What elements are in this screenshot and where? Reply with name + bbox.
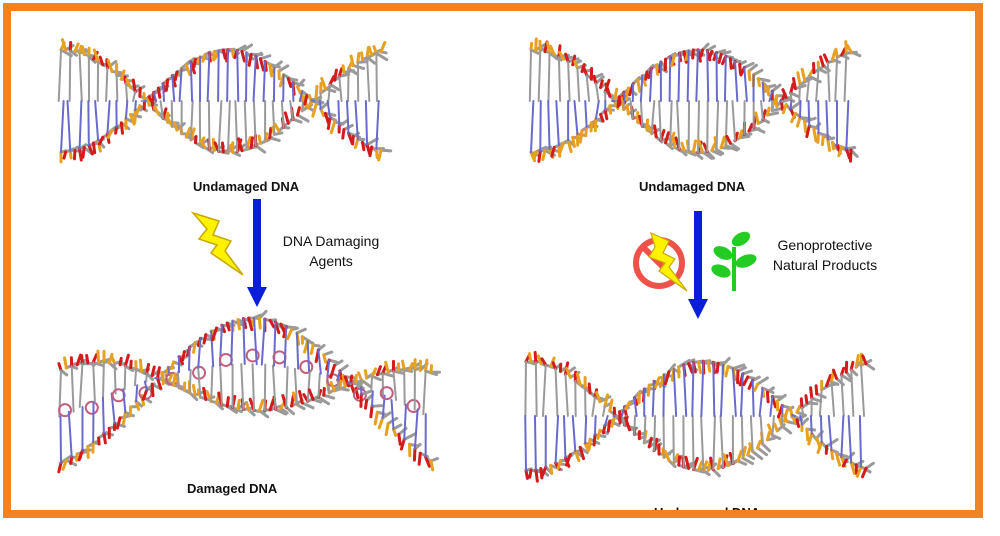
genoprotective-line1: Genoprotective [777,237,873,253]
plant-icon [711,231,757,291]
top-left-label: Undamaged DNA [193,179,300,194]
genoprotective-caption: Genoprotective Natural Products [755,235,895,275]
bottom-right-label: Undamaged DNA [654,505,761,518]
lightning-bolt-icon [190,211,244,276]
diagram-frame: Undamaged DNA DNA Damaging Agents Damage… [3,3,983,518]
down-arrow-icon [247,199,267,307]
bottom-left-label: Damaged DNA [187,481,278,496]
genoprotective-line2: Natural Products [772,257,878,273]
top-right-label: Undamaged DNA [639,179,746,194]
undamaged-dna-bottom-right [524,350,876,483]
down-arrow-icon [688,211,708,319]
damaged-dna [57,309,442,474]
undamaged-dna-top-left [57,38,393,164]
no-lightning-icon [633,231,688,292]
damaging-agents-caption: DNA Damaging Agents [271,231,391,271]
damaging-agents-line2: Agents [309,253,353,269]
damaging-agents-line1: DNA Damaging [282,233,380,249]
undamaged-dna-top-right [528,37,862,163]
